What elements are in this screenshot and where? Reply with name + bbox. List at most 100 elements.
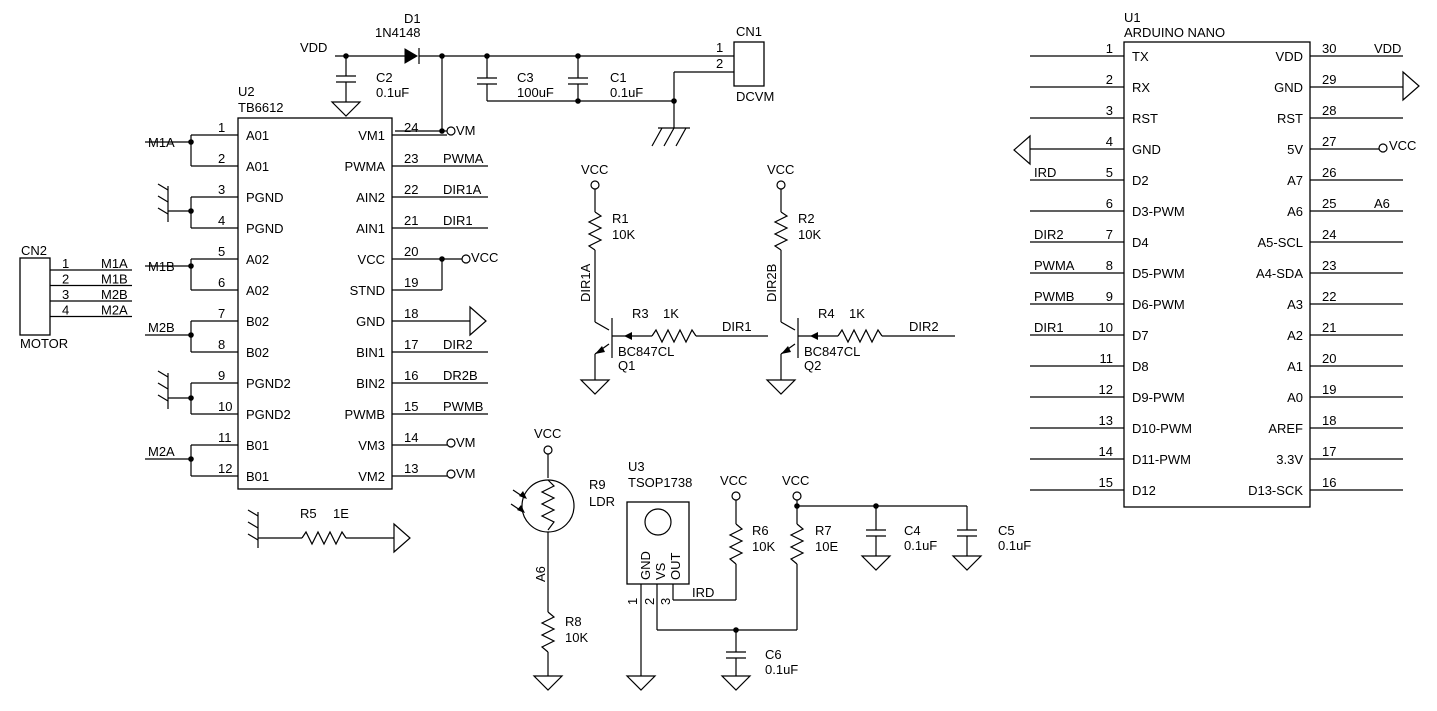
u1-right-pin-number: 27 bbox=[1322, 134, 1336, 149]
u1-left-pin-number: 7 bbox=[1106, 227, 1113, 242]
c1-ref: C1 bbox=[610, 70, 627, 85]
u1-right-pin-number: 22 bbox=[1322, 289, 1336, 304]
r6-value: 10K bbox=[752, 539, 775, 554]
u2-right-pin-number: 13 bbox=[404, 461, 418, 476]
u2-left-pin-name: A02 bbox=[246, 283, 269, 298]
cn2-pin-number: 4 bbox=[62, 303, 69, 318]
u1-right-pin-name: AREF bbox=[1268, 421, 1303, 436]
r5-ref: R5 bbox=[300, 506, 317, 521]
u2-left-pin-number: 2 bbox=[218, 151, 225, 166]
c3-ref: C3 bbox=[517, 70, 534, 85]
r6-ref: R6 bbox=[752, 523, 769, 538]
u1-left-pin-net: PWMB bbox=[1034, 289, 1074, 304]
u1-right-pin-name: A4-SDA bbox=[1256, 266, 1303, 281]
u2-right-pin-net: PWMA bbox=[443, 151, 484, 166]
u1-left-pin-net: DIR2 bbox=[1034, 227, 1064, 242]
u3-ref: U3 bbox=[628, 459, 645, 474]
net-ird-u3: IRD bbox=[692, 585, 714, 600]
u2-right-wiring: VCC VM VM bbox=[395, 250, 498, 481]
u2-right-pin-number: 20 bbox=[404, 244, 418, 259]
u1-right-pin-net: VDD bbox=[1374, 41, 1401, 56]
u2-left-pin-number: 7 bbox=[218, 306, 225, 321]
u1-right-pin-name: A0 bbox=[1287, 390, 1303, 405]
u2-right-pin-name: VM3 bbox=[358, 438, 385, 453]
u1-left-pin-name: D11-PWM bbox=[1132, 452, 1191, 467]
u1-left-pin-number: 14 bbox=[1099, 444, 1113, 459]
u2-right-pin-number: 21 bbox=[404, 213, 418, 228]
u1-left-pin-name: D8 bbox=[1132, 359, 1149, 374]
u1-left-pin-number: 15 bbox=[1099, 475, 1113, 490]
capacitor-c1: C1 0.1uF bbox=[568, 56, 643, 101]
r7-vcc-label: VCC bbox=[782, 473, 809, 488]
cn2-pin-net: M1A bbox=[101, 256, 128, 271]
u1-right-pin-name: RST bbox=[1277, 111, 1303, 126]
u2-left-pin-name: A02 bbox=[246, 252, 269, 267]
u2-right-pin-net: DIR1A bbox=[443, 182, 482, 197]
resistor-r5: R5 1E bbox=[247, 506, 411, 554]
u3-pin-num-2: 2 bbox=[642, 598, 657, 605]
u1-left-pin-number: 3 bbox=[1106, 103, 1113, 118]
ic-u1-arduino-nano: U1 ARDUINO NANO 1TX2RX3RST4GND5D2IRD6D3-… bbox=[1013, 10, 1420, 508]
u1-right-pin-number: 24 bbox=[1322, 227, 1336, 242]
cn1-pin-2: 2 bbox=[716, 56, 723, 71]
u1-right-pin-name: 5V bbox=[1287, 142, 1303, 157]
c1-value: 0.1uF bbox=[610, 85, 643, 100]
u2-left-pin-number: 6 bbox=[218, 275, 225, 290]
u1-name: ARDUINO NANO bbox=[1124, 25, 1225, 40]
r1-ref: R1 bbox=[612, 211, 629, 226]
u2-right-pin-name: VCC bbox=[358, 252, 385, 267]
net-dir2b-q2: DIR2B bbox=[764, 264, 779, 302]
u1-right-pin-number: 17 bbox=[1322, 444, 1336, 459]
u2-name: TB6612 bbox=[238, 100, 284, 115]
u1-right-pin-number: 16 bbox=[1322, 475, 1336, 490]
u1-right-pin-name: A7 bbox=[1287, 173, 1303, 188]
u1-left-pin-name: D9-PWM bbox=[1132, 390, 1185, 405]
u3-pin-num-1: 1 bbox=[625, 598, 640, 605]
power-input-section: VDD D1 1N4148 C2 0.1uF VM bbox=[300, 11, 774, 147]
u2-left-pin-number: 8 bbox=[218, 337, 225, 352]
r5-value: 1E bbox=[333, 506, 349, 521]
u2-right-pin-number: 23 bbox=[404, 151, 418, 166]
cn2-pin-net: M1B bbox=[101, 272, 128, 287]
u1-right-pin-name: A1 bbox=[1287, 359, 1303, 374]
u1-left-pin-name: D6-PWM bbox=[1132, 297, 1185, 312]
c6-ref: C6 bbox=[765, 647, 782, 662]
u2-left-pin-name: B01 bbox=[246, 469, 269, 484]
u1-right-pin-name: GND bbox=[1274, 80, 1303, 95]
u2-left-pin-name: B02 bbox=[246, 314, 269, 329]
u2-right-pin-number: 14 bbox=[404, 430, 418, 445]
d1-ref: D1 bbox=[404, 11, 421, 26]
c2-value: 0.1uF bbox=[376, 85, 409, 100]
net-a6-ldr: A6 bbox=[533, 566, 548, 582]
u1-right-pin-name: A2 bbox=[1287, 328, 1303, 343]
u1-right-pin-name: D13-SCK bbox=[1248, 483, 1303, 498]
u1-right-pin-number: 21 bbox=[1322, 320, 1336, 335]
c5-value: 0.1uF bbox=[998, 538, 1031, 553]
r3-value: 1K bbox=[663, 306, 679, 321]
u2-right-pin-net: DR2B bbox=[443, 368, 478, 383]
u2-right-pin-net: PWMB bbox=[443, 399, 483, 414]
u1-left-pin-name: D10-PWM bbox=[1132, 421, 1192, 436]
u2-right-pin-name: VM2 bbox=[358, 469, 385, 484]
vm-net-label-13: VM bbox=[456, 466, 476, 481]
u1-left-pin-name: RST bbox=[1132, 111, 1158, 126]
u1-right-pin-name: A5-SCL bbox=[1257, 235, 1303, 250]
r7-value: 10E bbox=[815, 539, 838, 554]
cn2-pin-net: M2A bbox=[101, 303, 128, 318]
u2-right-pin-number: 24 bbox=[404, 120, 418, 135]
c4-value: 0.1uF bbox=[904, 538, 937, 553]
cn2-pin-net: M2B bbox=[101, 287, 128, 302]
r1-value: 10K bbox=[612, 227, 635, 242]
c2-ref: C2 bbox=[376, 70, 393, 85]
u1-right-pin-number: 29 bbox=[1322, 72, 1336, 87]
u1-left-pin-number: 13 bbox=[1099, 413, 1113, 428]
cn2-ref: CN2 bbox=[21, 243, 47, 258]
r2-value: 10K bbox=[798, 227, 821, 242]
u1-right-pin-number: 25 bbox=[1322, 196, 1336, 211]
r9-ref: R9 bbox=[589, 477, 606, 492]
u1-left-pin-number: 11 bbox=[1100, 351, 1114, 366]
c5-ref: C5 bbox=[998, 523, 1015, 538]
u1-right-pin-number: 28 bbox=[1322, 103, 1336, 118]
net-m2b-u2: M2B bbox=[148, 320, 175, 335]
u1-right-pin-net: A6 bbox=[1374, 196, 1390, 211]
